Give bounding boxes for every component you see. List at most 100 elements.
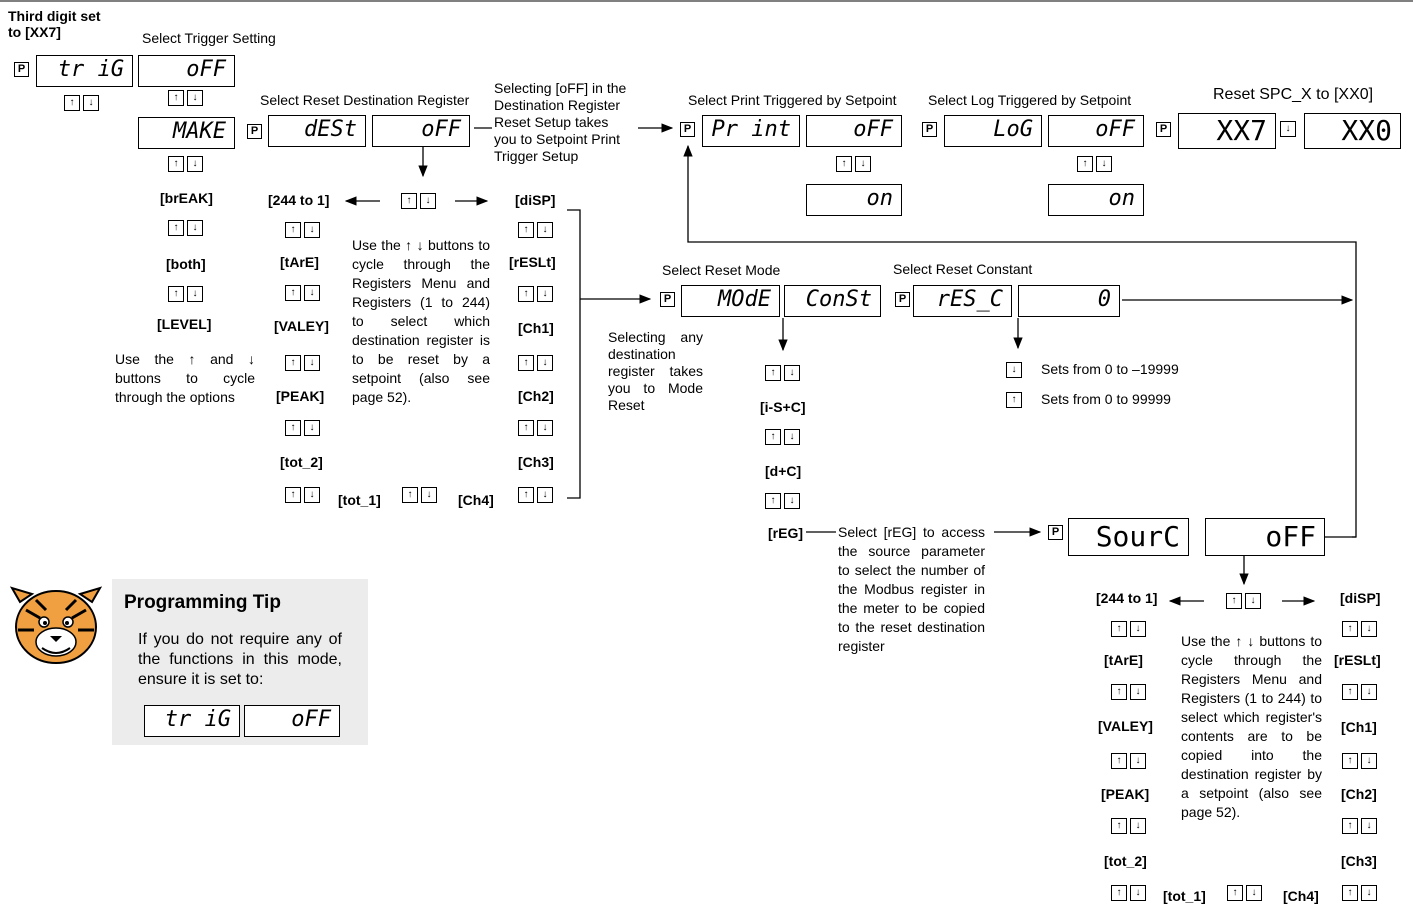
up-down-keys-icon: ↑↓	[765, 493, 801, 510]
source-display: SourC	[1068, 518, 1189, 556]
trigger-cycle-instructions: Use the ↑ and ↓ buttons to cycle through…	[115, 350, 255, 407]
dest-display: dESt	[268, 115, 366, 147]
dest-option: [Ch3]	[518, 454, 554, 471]
log-off-display: oFF	[1048, 115, 1144, 147]
up-down-keys-icon: ↑↓	[1111, 818, 1147, 835]
log-on-display: on	[1048, 184, 1144, 216]
source-option: [rESLt]	[1334, 652, 1381, 669]
option-break: [brEAK]	[160, 190, 213, 207]
up-down-keys-icon: ↑↓	[1342, 621, 1378, 638]
p-key-icon: P	[680, 122, 695, 137]
dest-option: [244 to 1]	[268, 192, 329, 209]
up-down-keys-icon: ↑↓	[765, 429, 801, 446]
p-key-icon: P	[922, 122, 937, 137]
dest-option: [tot_2]	[280, 454, 323, 471]
p-key-icon: P	[1048, 525, 1063, 540]
down-key-icon: ↓	[1006, 362, 1023, 379]
dest-option: [diSP]	[515, 192, 555, 209]
up-down-keys-icon: ↑↓	[402, 487, 438, 504]
print-on-display: on	[806, 184, 902, 216]
make-display: MAKE	[138, 117, 235, 149]
const-mode-display: ConSt	[784, 285, 881, 317]
source-option-tot1: [tot_1]	[1163, 888, 1206, 905]
up-down-keys-icon: ↑↓	[168, 90, 204, 107]
dest-option: [VALEY]	[274, 318, 329, 335]
p-key-icon: P	[895, 292, 910, 307]
p-key-icon: P	[660, 292, 675, 307]
up-down-keys-icon: ↑↓	[168, 286, 204, 303]
dest-option: [Ch1]	[518, 320, 554, 337]
selecting-off-note: Selecting [oFF] in the Destination Regis…	[494, 80, 634, 165]
source-option: [Ch1]	[1341, 719, 1377, 736]
down-key-icon: ↓	[1280, 121, 1297, 138]
up-down-keys-icon: ↑↓	[285, 420, 321, 437]
constant-value-display: 0	[1018, 285, 1120, 317]
up-down-keys-icon: ↑↓	[518, 222, 554, 239]
source-option: [diSP]	[1340, 590, 1380, 607]
up-down-keys-icon: ↑↓	[518, 420, 554, 437]
log-title: Select Log Triggered by Setpoint	[928, 92, 1131, 109]
mode-title: Select Reset Mode	[662, 262, 780, 279]
dest-option-ch4: [Ch4]	[458, 492, 494, 509]
up-down-keys-icon: ↑↓	[1111, 621, 1147, 638]
up-down-keys-icon: ↑↓	[1227, 885, 1263, 902]
tip-trig-display: tr iG	[144, 705, 240, 737]
print-display: Pr int	[702, 115, 800, 147]
up-down-keys-icon: ↑↓	[401, 193, 437, 210]
source-option: [Ch2]	[1341, 786, 1377, 803]
third-digit-label: Third digit set to [XX7]	[8, 8, 108, 40]
option-both: [both]	[166, 256, 206, 273]
source-off-display: oFF	[1205, 518, 1325, 556]
up-down-keys-icon: ↑↓	[1342, 684, 1378, 701]
mode-option: [d+C]	[765, 463, 801, 480]
tiger-mascot-icon	[6, 580, 106, 672]
print-title: Select Print Triggered by Setpoint	[688, 92, 897, 109]
tip-title: Programming Tip	[124, 592, 281, 614]
up-down-keys-icon: ↑↓	[1342, 885, 1378, 902]
up-range-text: Sets from 0 to 99999	[1041, 391, 1171, 408]
select-dest-title: Select Reset Destination Register	[260, 92, 469, 109]
print-off-display: oFF	[806, 115, 902, 147]
up-down-keys-icon: ↑↓	[285, 487, 321, 504]
up-down-keys-icon: ↑↓	[168, 220, 204, 237]
mode-display: MOdE	[681, 285, 780, 317]
option-level: [LEVEL]	[157, 316, 211, 333]
dest-option-tot1: [tot_1]	[338, 492, 381, 509]
res-c-display: rES_C	[913, 285, 1012, 317]
up-down-keys-icon: ↑↓	[836, 156, 872, 173]
reset-spc-title: Reset SPC_X to [XX0]	[1213, 86, 1373, 103]
up-down-keys-icon: ↑↓	[1077, 156, 1113, 173]
source-option-ch4: [Ch4]	[1283, 888, 1319, 905]
source-option: [VALEY]	[1098, 718, 1153, 735]
up-down-keys-icon: ↑↓	[285, 355, 321, 372]
up-down-keys-icon: ↑↓	[285, 285, 321, 302]
up-down-keys-icon: ↑↓	[168, 156, 204, 173]
source-option: [PEAK]	[1101, 786, 1149, 803]
dest-option: [tArE]	[280, 254, 319, 271]
up-down-keys-icon: ↑↓	[518, 286, 554, 303]
up-down-keys-icon: ↑↓	[765, 365, 801, 382]
mode-option: [i-S+C]	[760, 399, 806, 416]
p-key-icon: P	[14, 62, 29, 77]
up-down-keys-icon: ↑↓	[1111, 753, 1147, 770]
dest-off-display: oFF	[372, 115, 470, 147]
trig-display: tr iG	[36, 55, 133, 87]
tip-off-display: oFF	[244, 705, 340, 737]
spc-xx7-display: XX7	[1178, 113, 1276, 149]
log-display: LoG	[944, 115, 1042, 147]
up-down-keys-icon: ↑↓	[1342, 818, 1378, 835]
up-down-keys-icon: ↑↓	[518, 487, 554, 504]
source-cycle-instructions: Use the ↑ ↓ buttons to cycle through the…	[1181, 632, 1322, 822]
tip-body: If you do not require any of the functio…	[138, 630, 342, 690]
up-down-keys-icon: ↑↓	[285, 222, 321, 239]
up-down-keys-icon: ↑↓	[1111, 885, 1147, 902]
spc-xx0-display: XX0	[1304, 113, 1401, 149]
source-option: [tot_2]	[1104, 853, 1147, 870]
dest-cycle-instructions: Use the ↑ ↓ buttons to cycle through the…	[352, 236, 490, 407]
trig-off-display: oFF	[138, 55, 235, 87]
up-down-keys-icon: ↑↓	[1111, 684, 1147, 701]
selecting-any-note: Selecting any destination register takes…	[608, 329, 703, 414]
dest-option: [rESLt]	[509, 254, 556, 271]
constant-title: Select Reset Constant	[893, 261, 1032, 278]
mode-option-reg: [rEG]	[768, 525, 803, 542]
